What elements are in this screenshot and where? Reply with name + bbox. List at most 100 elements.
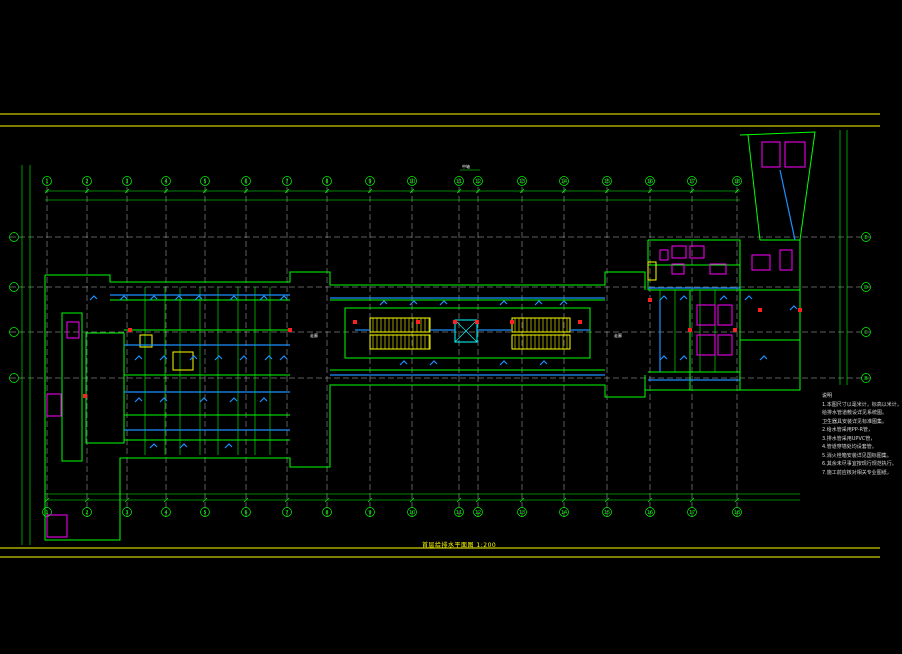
axis-center-label: 中轴 [462, 163, 470, 169]
grid-bubble-2: 2 [82, 507, 92, 517]
grid-bubble-7: 7 [282, 176, 292, 186]
note-line: 给排水管道敷设详见系统图。 [822, 410, 888, 416]
grid-bubble-14: 14 [559, 507, 569, 517]
grid-bubble-9: 9 [365, 176, 375, 186]
row-bubble-C: C [861, 327, 871, 337]
svg-text:3: 3 [125, 179, 128, 185]
svg-text:15: 15 [604, 510, 610, 516]
svg-text:B: B [864, 376, 868, 382]
water-pipes [89, 169, 798, 449]
grid-bubble-15: 15 [602, 176, 612, 186]
note-line: 6.其余未尽事宜按现行规范执行。 [822, 461, 897, 467]
svg-text:9: 9 [368, 510, 371, 516]
note-line: 卫生器具安装详见标准图集。 [822, 418, 888, 425]
svg-text:7: 7 [285, 510, 288, 516]
svg-text:6: 6 [244, 179, 247, 185]
svg-text:11: 11 [456, 179, 462, 185]
svg-text:9: 9 [368, 179, 371, 185]
valve-markers [83, 298, 802, 398]
svg-text:16: 16 [647, 510, 653, 516]
svg-text:17: 17 [689, 510, 695, 516]
row-bubble-left-B [9, 373, 19, 383]
dimension-lines [21, 130, 848, 545]
row-bubble-left-E [9, 232, 19, 242]
corridor-label-east: 走廊 [614, 332, 622, 338]
grid-bubble-17: 17 [687, 507, 697, 517]
svg-text:1: 1 [45, 510, 48, 516]
sanitary-fixtures [46, 141, 806, 538]
note-line: 3.排水管采用UPVC管， [822, 435, 876, 442]
svg-text:5: 5 [203, 179, 206, 185]
dimension-ticks [44, 188, 740, 503]
svg-text:17: 17 [689, 179, 695, 185]
grid-bubble-9: 9 [365, 507, 375, 517]
grid-bubble-16: 16 [645, 176, 655, 186]
svg-text:18: 18 [734, 179, 740, 185]
grid-bubble-3: 3 [122, 507, 132, 517]
svg-text:8: 8 [325, 179, 328, 185]
cad-drawing-canvas: 1122334455667788991010111112121313141415… [0, 113, 880, 558]
svg-text:10: 10 [409, 510, 415, 516]
grid-bubble-13: 13 [517, 176, 527, 186]
svg-text:16: 16 [647, 179, 653, 185]
grid-bubble-6: 6 [241, 507, 251, 517]
grid-bubble-11: 11 [454, 507, 464, 517]
svg-text:13: 13 [519, 179, 525, 185]
svg-text:D: D [864, 285, 868, 291]
svg-text:8: 8 [325, 510, 328, 516]
grid-bubble-18: 18 [732, 176, 742, 186]
grid-bubble-18: 18 [732, 507, 742, 517]
equipment-blocks [139, 261, 657, 371]
svg-text:5: 5 [203, 510, 206, 516]
drawing-title: 首层给排水平面图 1:200 [422, 542, 497, 549]
grid-bubble-8: 8 [322, 507, 332, 517]
grid-axes [10, 178, 870, 520]
grid-bubble-14: 14 [559, 176, 569, 186]
svg-text:4: 4 [164, 510, 167, 516]
grid-bubble-4: 4 [161, 507, 171, 517]
design-notes: 说明 1.本图尺寸以毫米计，标高以米计， 给排水管道敷设详见系统图。 卫生器具安… [822, 392, 902, 477]
svg-text:18: 18 [734, 510, 740, 516]
note-line: 7.施工前应核对相关专业图纸， [822, 469, 892, 476]
note-line: 4.管道穿墙处均设套管。 [822, 444, 877, 450]
equipment-hatching [372, 318, 568, 349]
svg-text:2: 2 [85, 179, 88, 185]
grid-bubble-2: 2 [82, 176, 92, 186]
svg-text:11: 11 [456, 510, 462, 516]
svg-text:14: 14 [561, 179, 567, 185]
svg-text:15: 15 [604, 179, 610, 185]
svg-text:7: 7 [285, 179, 288, 185]
svg-text:E: E [864, 235, 867, 241]
svg-text:3: 3 [125, 510, 128, 516]
svg-text:1: 1 [45, 179, 48, 185]
row-bubble-B: B [861, 373, 871, 383]
drawing-frame [0, 113, 880, 558]
corridor-label-west: 走廊 [310, 332, 318, 338]
svg-text:C: C [864, 330, 868, 336]
row-bubble-D: D [861, 282, 871, 292]
svg-text:10: 10 [409, 179, 415, 185]
note-line: 2.给水管采用PP-R管， [822, 427, 873, 433]
svg-text:12: 12 [475, 510, 481, 516]
grid-bubble-3: 3 [122, 176, 132, 186]
svg-text:14: 14 [561, 510, 567, 516]
grid-bubble-10: 10 [407, 507, 417, 517]
notes-heading: 说明 [822, 393, 833, 399]
grid-bubble-17: 17 [687, 176, 697, 186]
row-bubble-E: E [861, 232, 871, 242]
svg-text:13: 13 [519, 510, 525, 516]
grid-bubble-16: 16 [645, 507, 655, 517]
row-grid-bubbles: E D C B [9, 232, 871, 383]
grid-bubble-12: 12 [473, 507, 483, 517]
svg-text:6: 6 [244, 510, 247, 516]
note-line: 5.消火栓箱安装详见国标图集。 [822, 452, 892, 459]
note-line: 1.本图尺寸以毫米计，标高以米计， [822, 401, 902, 408]
row-bubble-left-C [9, 327, 19, 337]
grid-bubble-4: 4 [161, 176, 171, 186]
grid-bubble-10: 10 [407, 176, 417, 186]
svg-text:2: 2 [85, 510, 88, 516]
column-grid-bubbles: 1122334455667788991010111112121313141415… [42, 176, 742, 517]
svg-text:4: 4 [164, 179, 167, 185]
grid-bubble-7: 7 [282, 507, 292, 517]
svg-text:12: 12 [475, 179, 481, 185]
